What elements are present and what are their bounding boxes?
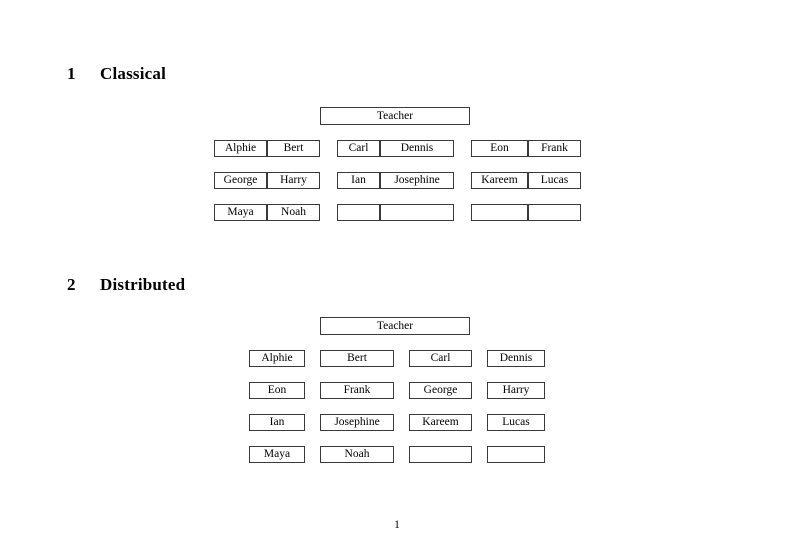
desk-frank: Frank bbox=[320, 382, 394, 399]
desk-bert: Bert bbox=[320, 350, 394, 367]
desk-ian: Ian bbox=[337, 172, 380, 189]
desk-bert: Bert bbox=[267, 140, 320, 157]
desk-josephine: Josephine bbox=[380, 172, 454, 189]
desk-lucas: Lucas bbox=[487, 414, 545, 431]
desk-carl: Carl bbox=[409, 350, 472, 367]
desk-empty-g3-c2 bbox=[528, 204, 581, 221]
desk-empty-r4-c4 bbox=[487, 446, 545, 463]
desk-kareem: Kareem bbox=[409, 414, 472, 431]
desk-eon: Eon bbox=[471, 140, 528, 157]
desk-george: George bbox=[409, 382, 472, 399]
desk-harry: Harry bbox=[267, 172, 320, 189]
desk-noah: Noah bbox=[320, 446, 394, 463]
desk-maya: Maya bbox=[214, 204, 267, 221]
section-number: 1 bbox=[67, 64, 76, 83]
desk-dennis: Dennis bbox=[380, 140, 454, 157]
desk-lucas: Lucas bbox=[528, 172, 581, 189]
desk-empty-r4-c3 bbox=[409, 446, 472, 463]
section-heading-distributed: 2 Distributed bbox=[67, 275, 185, 295]
desk-eon: Eon bbox=[249, 382, 305, 399]
desk-ian: Ian bbox=[249, 414, 305, 431]
desk-kareem: Kareem bbox=[471, 172, 528, 189]
desk-alphie: Alphie bbox=[249, 350, 305, 367]
desk-carl: Carl bbox=[337, 140, 380, 157]
section-heading-classical: 1 Classical bbox=[67, 64, 166, 84]
desk-empty-g3-c1 bbox=[471, 204, 528, 221]
desk-empty-g2-c2 bbox=[380, 204, 454, 221]
teacher-desk-distributed: Teacher bbox=[320, 317, 470, 335]
desk-empty-g2-c1 bbox=[337, 204, 380, 221]
page-number: 1 bbox=[394, 519, 400, 531]
desk-maya: Maya bbox=[249, 446, 305, 463]
section-title: Distributed bbox=[100, 275, 186, 294]
section-number: 2 bbox=[67, 275, 76, 294]
desk-josephine: Josephine bbox=[320, 414, 394, 431]
desk-dennis: Dennis bbox=[487, 350, 545, 367]
teacher-desk-classical: Teacher bbox=[320, 107, 470, 125]
section-title: Classical bbox=[100, 64, 167, 83]
desk-george: George bbox=[214, 172, 267, 189]
desk-frank: Frank bbox=[528, 140, 581, 157]
desk-noah: Noah bbox=[267, 204, 320, 221]
desk-alphie: Alphie bbox=[214, 140, 267, 157]
desk-harry: Harry bbox=[487, 382, 545, 399]
